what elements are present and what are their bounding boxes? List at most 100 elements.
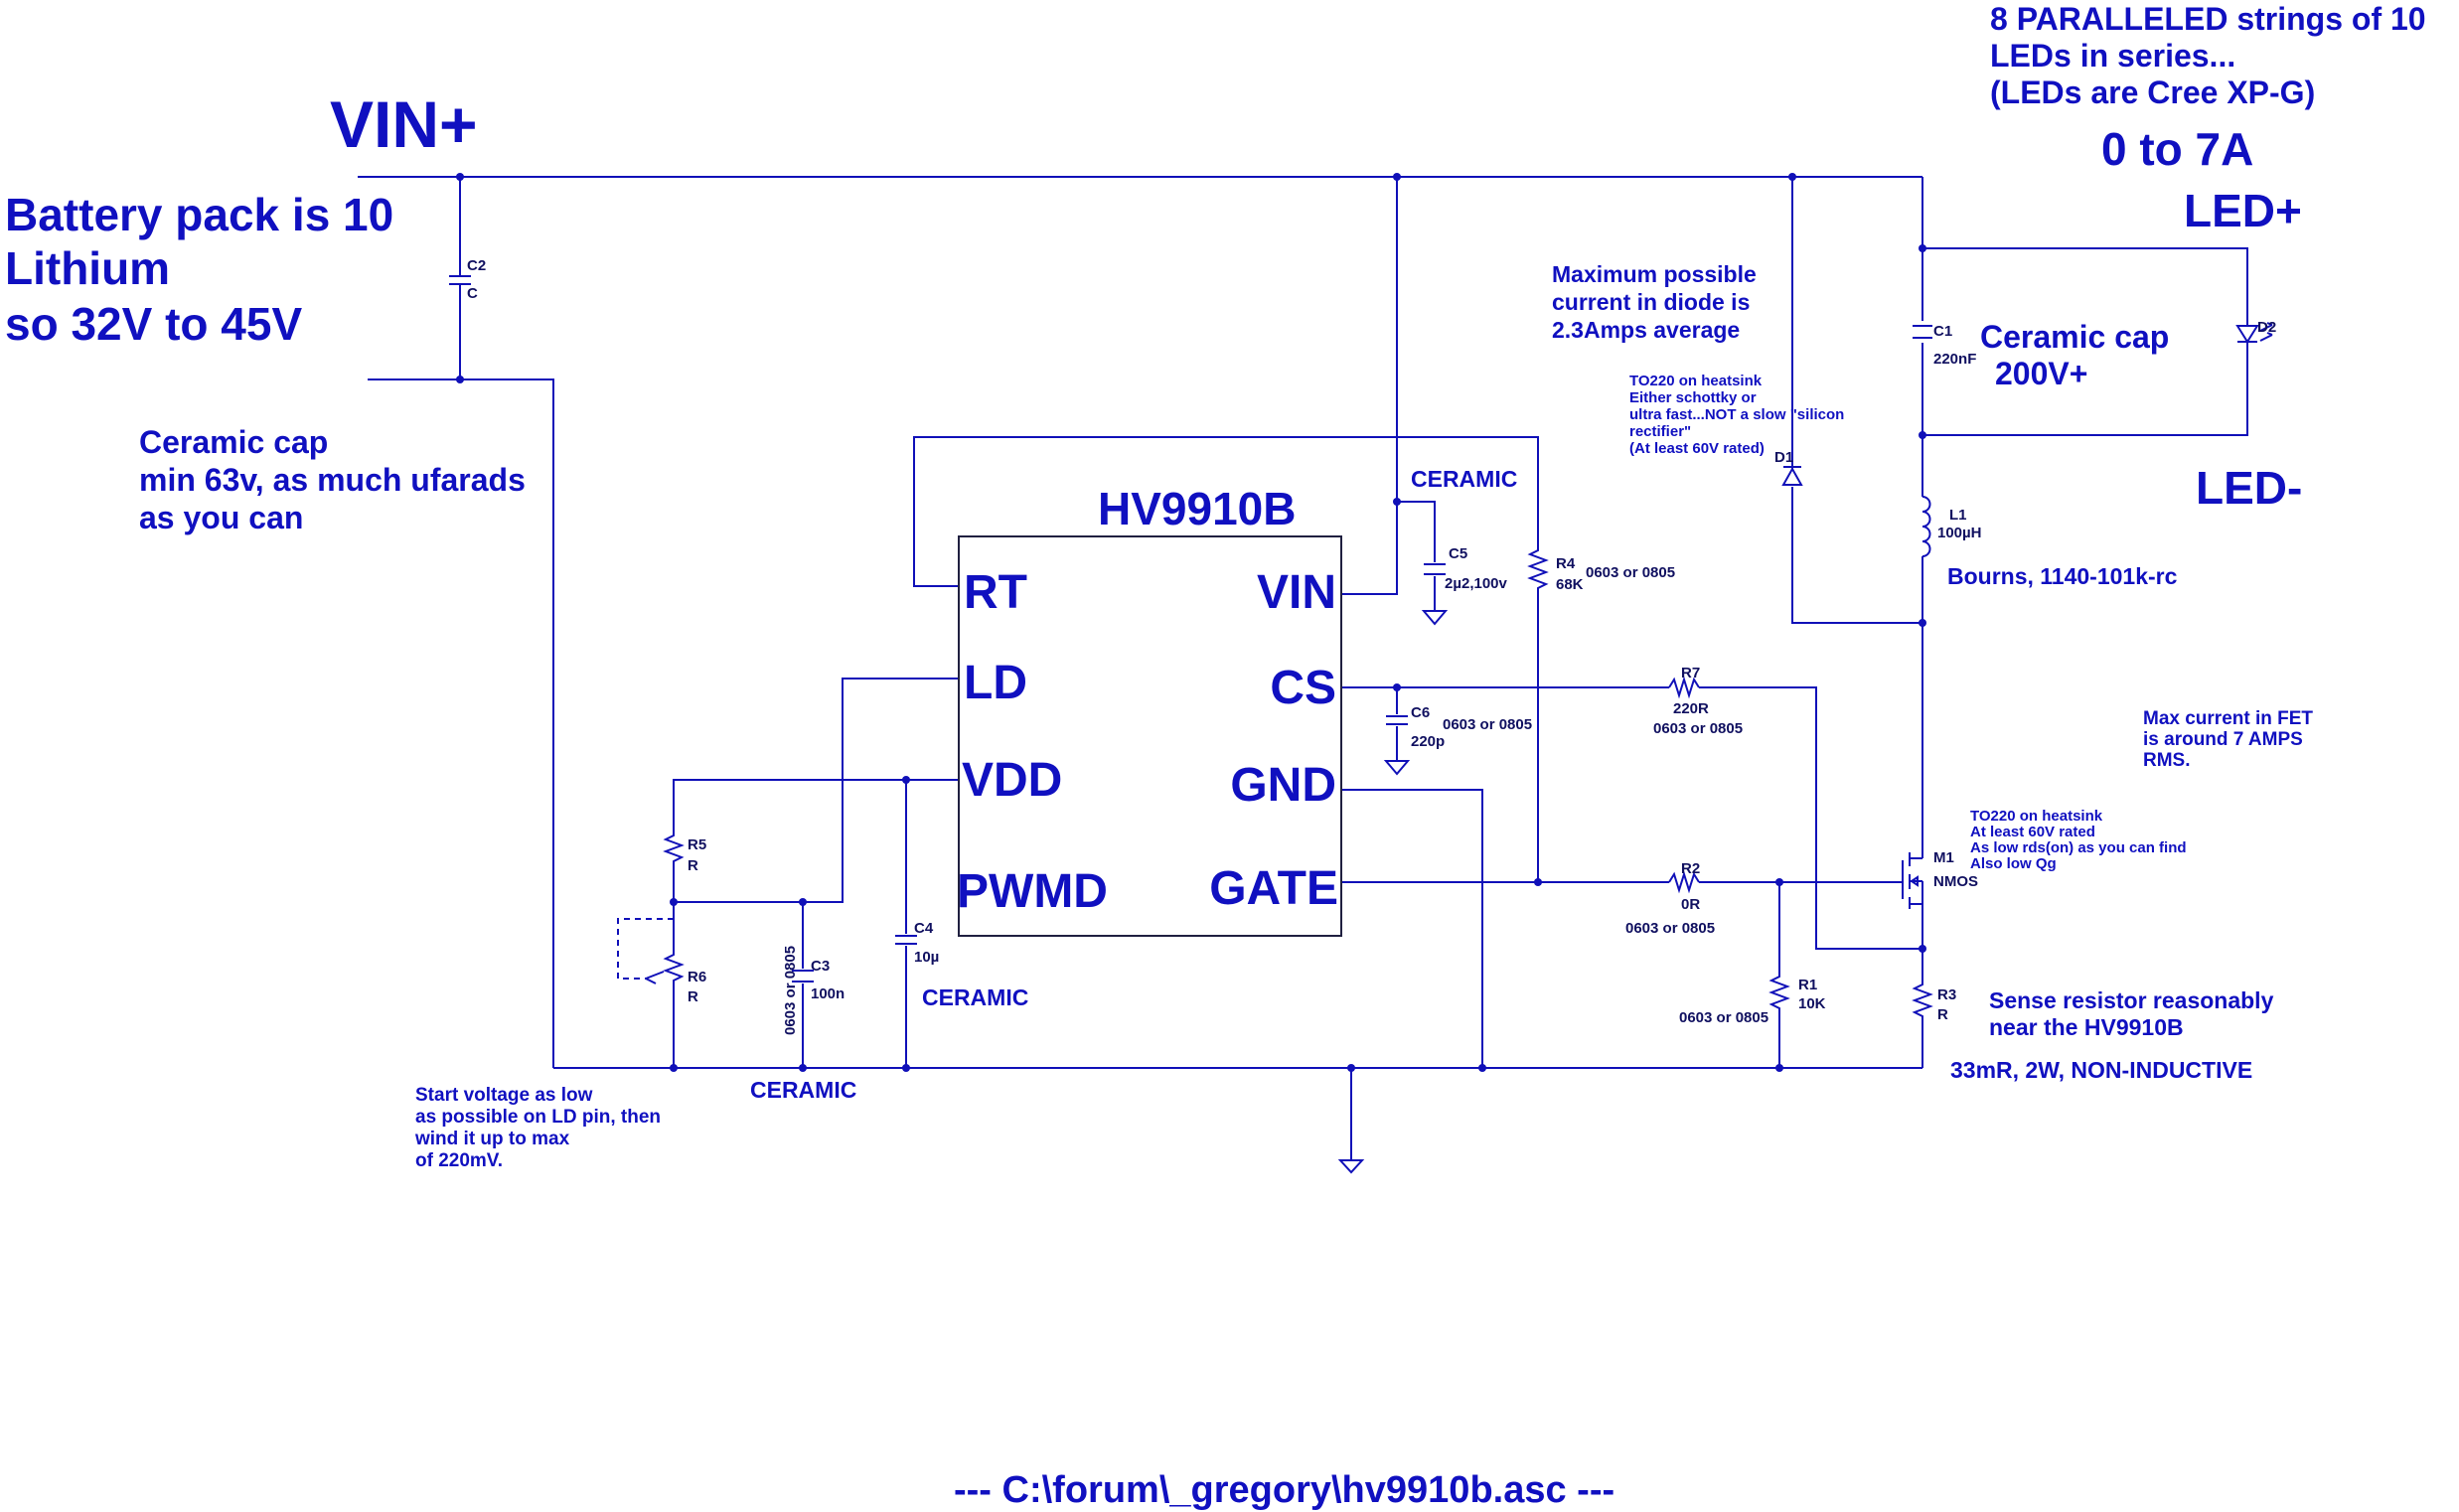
- ceramic-200-line-2: 200V+: [1995, 356, 2087, 391]
- fet-current-line-3: RMS.: [2143, 750, 2191, 771]
- battery-line-2: Lithium: [5, 242, 170, 294]
- led-d2-symbol: [2235, 298, 2273, 370]
- r7-ref: R7: [1681, 665, 1700, 681]
- nmos-m1-symbol: [1902, 849, 1923, 914]
- resistor-r1-symbol: [1768, 969, 1790, 1013]
- sense-line-2: near the HV9910B: [1989, 1014, 2184, 1040]
- resistor-r3-symbol: [1912, 979, 1933, 1023]
- ceramic-cap-line-1: Ceramic cap: [139, 424, 328, 460]
- footer-path: --- C:\forum\_gregory\hv9910b.asc ---: [954, 1469, 1614, 1511]
- r1-package: 0603 or 0805: [1679, 1009, 1768, 1026]
- c3-value: 100n: [811, 985, 845, 1002]
- resistor-r6-symbol: [663, 949, 685, 993]
- r1-value: 10K: [1798, 995, 1826, 1012]
- diode-current-line-1: Maximum possible: [1552, 261, 1757, 287]
- l1-ref: L1: [1949, 507, 1967, 524]
- ic-pin-vdd: VDD: [962, 754, 1062, 807]
- diode-note-line-4: rectifier": [1629, 423, 1691, 440]
- resistor-r5-symbol: [663, 830, 685, 864]
- fet-note-line-4: Also low Qg: [1970, 855, 2057, 872]
- c6-package: 0603 or 0805: [1443, 716, 1532, 733]
- d2-ref: D2: [2257, 319, 2276, 336]
- r5-value: R: [688, 857, 698, 874]
- ceramic-c3-label: CERAMIC: [750, 1077, 856, 1103]
- ic-pin-gate: GATE: [1209, 862, 1338, 915]
- ceramic-c4-label: CERAMIC: [922, 984, 1028, 1010]
- ceramic-cap-line-3: as you can: [139, 500, 303, 535]
- fet-current-line-2: is around 7 AMPS: [2143, 729, 2303, 750]
- start-line-4: of 220mV.: [415, 1150, 503, 1171]
- r7-value: 220R: [1673, 700, 1709, 717]
- resistor-r2-symbol: [1668, 870, 1700, 894]
- resistor-r7-symbol: [1668, 676, 1700, 699]
- diode-current-line-2: current in diode is: [1552, 289, 1750, 315]
- fet-note-line-2: At least 60V rated: [1970, 824, 2095, 840]
- fet-current-line-1: Max current in FET: [2143, 708, 2313, 729]
- ic-pin-ld: LD: [964, 657, 1027, 709]
- c4-value: 10µ: [914, 949, 939, 966]
- ceramic-200-line-1: Ceramic cap: [1980, 319, 2169, 355]
- c6-ref: C6: [1411, 704, 1430, 721]
- pot-wiper-arrow: [645, 971, 665, 984]
- current-range-label: 0 to 7A: [2101, 123, 2253, 175]
- c3-package: 0603 or 0805: [782, 946, 799, 1035]
- vin-plus-label: VIN+: [330, 87, 478, 161]
- r7-package: 0603 or 0805: [1653, 720, 1743, 737]
- c5-ref: C5: [1449, 545, 1467, 562]
- r2-value: 0R: [1681, 896, 1700, 913]
- ic-name: HV9910B: [1098, 483, 1296, 534]
- fet-note-line-3: As low rds(on) as you can find: [1970, 839, 2187, 856]
- capacitor-c4-symbol: [895, 935, 917, 945]
- l1-value: 100µH: [1937, 525, 1982, 541]
- start-line-3: wind it up to max: [414, 1129, 570, 1149]
- r5-ref: R5: [688, 836, 706, 853]
- ic-pin-cs: CS: [1270, 662, 1336, 714]
- ground-main-symbol: [1337, 1159, 1365, 1174]
- r6-ref: R6: [688, 969, 706, 985]
- ic-hv9910b-body: [958, 535, 1342, 937]
- capacitor-c6-symbol: [1386, 715, 1408, 725]
- r2-ref: R2: [1681, 860, 1700, 877]
- r4-ref: R4: [1556, 555, 1576, 572]
- junctions: [456, 173, 1926, 1072]
- m1-value: NMOS: [1933, 873, 1978, 890]
- r6-value: R: [688, 988, 698, 1005]
- diode-current-line-3: 2.3Amps average: [1552, 317, 1740, 343]
- r3-value: R: [1937, 1006, 1948, 1023]
- battery-line-3: so 32V to 45V: [5, 298, 302, 350]
- ceramic-cap-line-2: min 63v, as much ufarads: [139, 462, 526, 498]
- ic-pin-gnd: GND: [1230, 759, 1336, 812]
- ground-c6-symbol: [1383, 760, 1411, 776]
- strings-line-3: (LEDs are Cree XP-G): [1990, 75, 2315, 110]
- ic-pin-rt: RT: [964, 566, 1027, 619]
- r2-package: 0603 or 0805: [1625, 920, 1715, 937]
- c2-value: C: [467, 285, 478, 302]
- sense-line-1: Sense resistor reasonably: [1989, 987, 2274, 1013]
- c3-ref: C3: [811, 958, 830, 975]
- diode-note-line-2: Either schottky or: [1629, 389, 1757, 406]
- led-plus-label: LED+: [2184, 185, 2302, 236]
- diode-note-line-1: TO220 on heatsink: [1629, 373, 1763, 389]
- bourns-label: Bourns, 1140-101k-rc: [1947, 563, 2178, 589]
- ic-pin-pwmd: PWMD: [957, 865, 1108, 918]
- c4-ref: C4: [914, 920, 934, 937]
- diode-d1-symbol: [1781, 457, 1803, 486]
- r4-value: 68K: [1556, 576, 1584, 593]
- capacitor-c3-symbol: [792, 970, 814, 983]
- led-minus-label: LED-: [2196, 462, 2302, 514]
- ic-pin-vin: VIN: [1257, 566, 1336, 619]
- strings-line-2: LEDs in series...: [1990, 38, 2235, 74]
- c2-ref: C2: [467, 257, 486, 274]
- diode-note-line-3: ultra fast...NOT a slow "silicon: [1629, 406, 1844, 423]
- strings-line-1: 8 PARALLELED strings of 10: [1990, 1, 2426, 37]
- capacitor-c1-symbol: [1913, 325, 1932, 339]
- m1-ref: M1: [1933, 849, 1954, 866]
- r4-package: 0603 or 0805: [1586, 564, 1675, 581]
- c1-ref: C1: [1933, 323, 1952, 340]
- c5-value: 2µ2,100v: [1445, 575, 1508, 592]
- capacitor-c5-symbol: [1424, 563, 1446, 575]
- ground-c5-symbol: [1421, 610, 1449, 626]
- start-line-1: Start voltage as low: [415, 1085, 593, 1106]
- ceramic-c5-label: CERAMIC: [1411, 466, 1517, 492]
